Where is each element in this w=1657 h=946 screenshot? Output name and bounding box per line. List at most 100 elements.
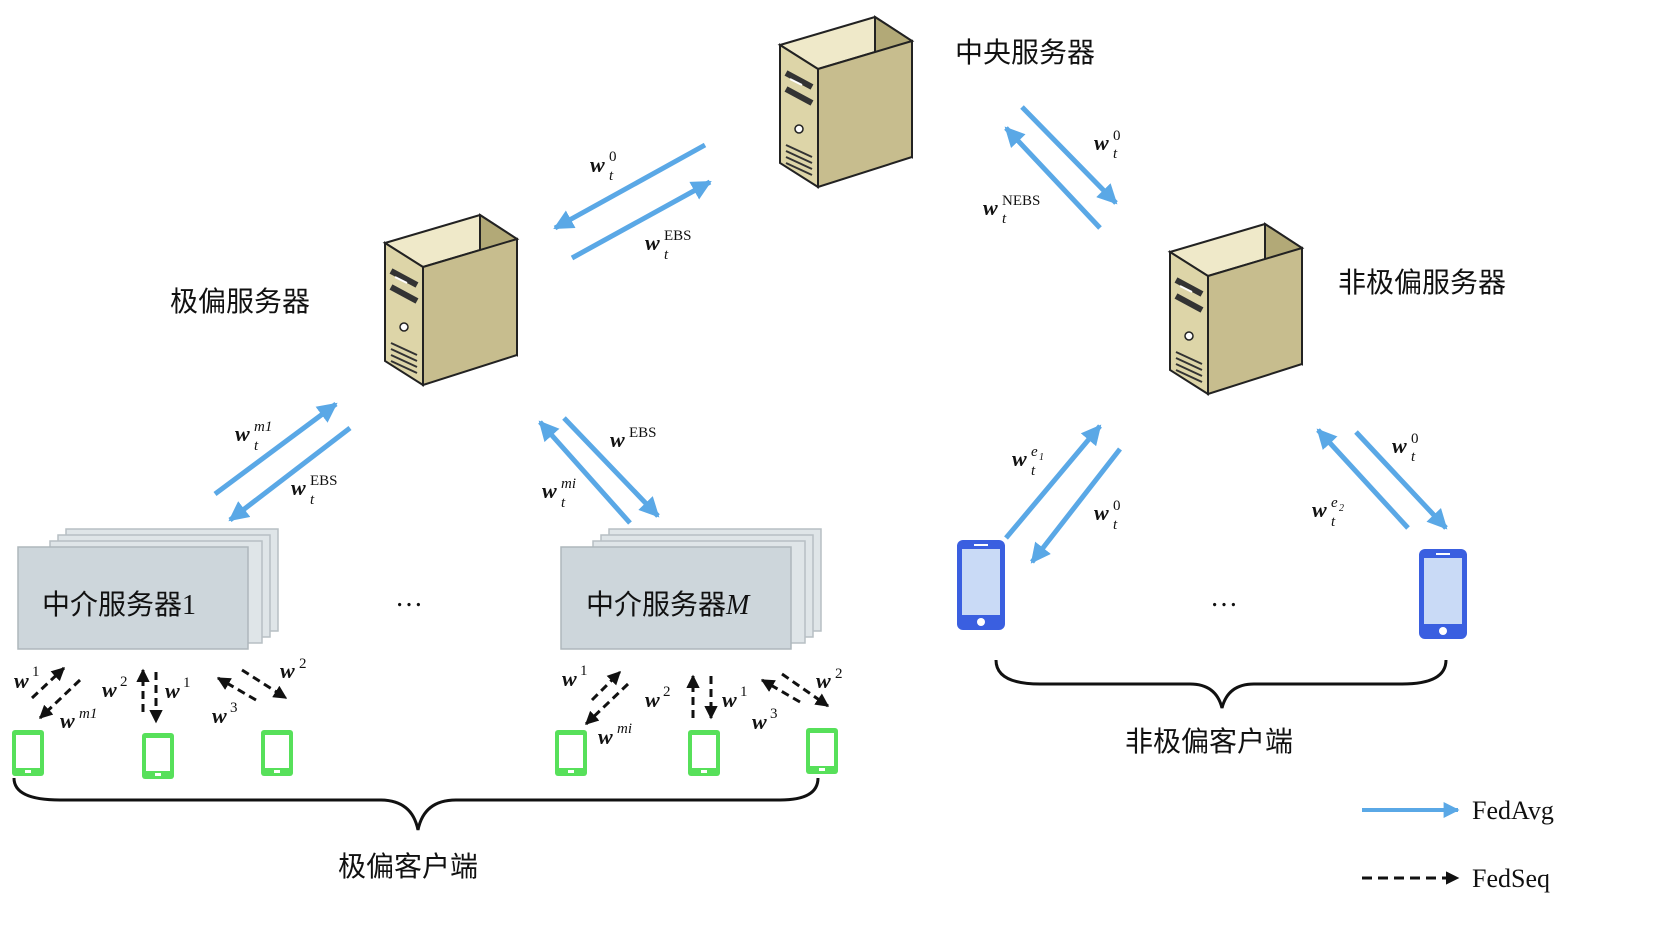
- central-server-label: 中央服务器: [955, 37, 1095, 69]
- svg-text:0: 0: [1411, 431, 1419, 447]
- svg-text:t: t: [254, 438, 259, 454]
- intermediate-server-M-label: 中介服务器M: [586, 589, 751, 621]
- svg-text:w: w: [212, 703, 227, 728]
- svg-text:3: 3: [770, 706, 778, 722]
- svg-text:0: 0: [1113, 498, 1121, 514]
- intermediate-server-M-box: [560, 528, 822, 650]
- fedavg-central-nonextreme-arrows: [1004, 105, 1118, 230]
- svg-text:w: w: [1392, 433, 1407, 458]
- svg-text:e: e: [1031, 444, 1038, 460]
- extreme-client-phone-6: [806, 728, 838, 774]
- label-wt0-nonextreme-phone1: w 0 t: [1094, 498, 1121, 533]
- svg-text:1: 1: [32, 664, 40, 680]
- svg-text:w: w: [816, 668, 831, 693]
- svg-text:NEBS: NEBS: [1002, 193, 1040, 209]
- non-extreme-server-icon: [1170, 224, 1302, 394]
- svg-text:e: e: [1331, 495, 1338, 511]
- svg-text:2: 2: [663, 684, 671, 700]
- fedavg-extreme-inter1-arrows: [213, 401, 352, 522]
- fedseq-group1-arrows: [30, 666, 288, 724]
- label-wte2-phone2-nonextreme: w e 2 t: [1312, 495, 1344, 530]
- fedavg-central-extreme-arrows: [553, 142, 712, 261]
- svg-text:m1: m1: [79, 706, 97, 722]
- svg-text:w: w: [102, 677, 117, 702]
- svg-text:w: w: [165, 678, 180, 703]
- svg-text:EBS: EBS: [310, 473, 338, 489]
- svg-text:w: w: [14, 668, 29, 693]
- svg-text:w: w: [590, 152, 605, 177]
- svg-text:w: w: [1012, 446, 1027, 471]
- fedavg-extreme-interM-arrows: [538, 416, 660, 525]
- extreme-client-phone-4: [555, 730, 587, 776]
- svg-text:1: 1: [580, 663, 588, 679]
- svg-text:w: w: [280, 658, 295, 683]
- non-extreme-clients-brace: [994, 659, 1448, 709]
- svg-text:2: 2: [299, 656, 307, 672]
- svg-text:w: w: [542, 478, 557, 503]
- blue-phones-ellipsis: …: [1210, 582, 1238, 613]
- legend-fedavg-label: FedAvg: [1472, 796, 1554, 825]
- non-extreme-server-label: 非极偏服务器: [1338, 267, 1506, 299]
- svg-text:t: t: [1002, 211, 1007, 227]
- extreme-clients-label: 极偏客户端: [338, 851, 478, 883]
- svg-text:t: t: [1113, 146, 1118, 162]
- extreme-server-label: 极偏服务器: [170, 286, 310, 318]
- svg-text:t: t: [561, 495, 566, 511]
- extreme-client-phone-2: [142, 733, 174, 779]
- svg-text:mi: mi: [617, 721, 632, 737]
- svg-text:EBS: EBS: [664, 228, 692, 244]
- label-wtm1-inter1-extreme: w m1 t: [235, 419, 272, 454]
- svg-text:w: w: [235, 421, 250, 446]
- fedseq-groupM-arrows: [584, 670, 830, 726]
- label-wt0-central-extreme: w 0 t: [590, 149, 617, 184]
- label-wtEBS-extreme-inter1: w EBS t: [291, 473, 338, 508]
- label-wEBS-extreme-interM: w EBS: [610, 425, 657, 452]
- label-wtmi-interM-extreme: w mi t: [542, 476, 576, 511]
- svg-text:2: 2: [1339, 503, 1344, 514]
- svg-text:w: w: [562, 666, 577, 691]
- label-wtEBS-extreme-central: w EBS t: [645, 228, 692, 263]
- intermediate-server-1-label: 中介服务器1: [42, 589, 196, 621]
- svg-text:1: 1: [1039, 452, 1044, 463]
- svg-text:1: 1: [740, 684, 748, 700]
- extreme-client-phone-1: [12, 730, 44, 776]
- label-wt0-central-nonextreme: w 0 t: [1094, 128, 1121, 162]
- svg-text:w: w: [722, 687, 737, 712]
- svg-text:w: w: [291, 475, 306, 500]
- svg-text:w: w: [610, 427, 625, 452]
- svg-text:1: 1: [183, 675, 191, 691]
- svg-text:2: 2: [120, 674, 128, 690]
- svg-text:0: 0: [609, 149, 617, 165]
- svg-text:mi: mi: [561, 476, 576, 492]
- svg-text:m1: m1: [254, 419, 272, 435]
- svg-text:w: w: [1312, 497, 1327, 522]
- legend-fedseq-label: FedSeq: [1472, 864, 1550, 893]
- svg-text:3: 3: [230, 700, 238, 716]
- non-extreme-client-phone-2: [1419, 549, 1467, 639]
- extreme-clients-brace: [12, 777, 820, 831]
- svg-text:w: w: [752, 709, 767, 734]
- extreme-client-phone-5: [688, 730, 720, 776]
- label-wt0-nonextreme-phone2: w 0 t: [1392, 431, 1419, 465]
- svg-text:t: t: [1113, 517, 1118, 533]
- svg-text:t: t: [1031, 463, 1036, 479]
- fedavg-nonextreme-phones-arrows: [1004, 424, 1448, 564]
- intermediate-ellipsis: …: [395, 582, 423, 613]
- non-extreme-client-phone-1: [957, 540, 1005, 630]
- svg-text:w: w: [1094, 130, 1109, 155]
- svg-text:w: w: [598, 724, 613, 749]
- svg-text:w: w: [1094, 500, 1109, 525]
- svg-text:t: t: [664, 247, 669, 263]
- svg-text:t: t: [1411, 449, 1416, 465]
- svg-text:2: 2: [835, 666, 843, 682]
- extreme-client-phone-3: [261, 730, 293, 776]
- extreme-server-icon: [385, 215, 517, 385]
- label-wte1-phone1-nonextreme: w e 1 t: [1012, 444, 1044, 479]
- svg-text:EBS: EBS: [629, 425, 657, 441]
- legend: FedAvg FedSeq: [1362, 796, 1554, 893]
- svg-text:w: w: [983, 195, 998, 220]
- svg-text:t: t: [310, 492, 315, 508]
